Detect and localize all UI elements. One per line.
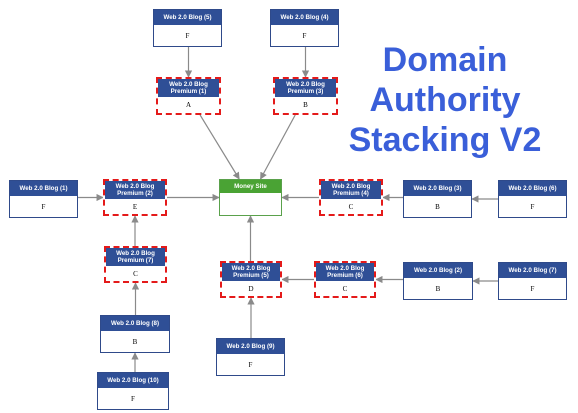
node-label: F bbox=[530, 202, 535, 211]
node-web-blog-7: Web 2.0 Blog (7) F bbox=[498, 262, 567, 300]
node-web-blog-10: Web 2.0 Blog (10) F bbox=[97, 372, 169, 410]
edge-prem3-to-money bbox=[259, 114, 296, 180]
node-header: Web 2.0 Blog (9) bbox=[217, 339, 284, 354]
node-web-blog-premium-5: Web 2.0 Blog Premium (5) D bbox=[220, 261, 282, 298]
node-header: Money Site bbox=[220, 180, 281, 193]
node-label: F bbox=[41, 202, 46, 211]
node-label: B bbox=[435, 202, 440, 211]
node-web-blog-1: Web 2.0 Blog (1) F bbox=[9, 180, 78, 218]
node-header: Web 2.0 Blog Premium (7) bbox=[106, 248, 165, 266]
node-header: Web 2.0 Blog Premium (6) bbox=[316, 263, 374, 281]
node-header: Web 2.0 Blog (10) bbox=[98, 373, 168, 388]
node-header: Web 2.0 Blog (2) bbox=[404, 263, 472, 278]
node-label: F bbox=[248, 360, 253, 369]
node-web-blog-5: Web 2.0 Blog (5) F bbox=[153, 9, 222, 47]
node-label: B bbox=[303, 101, 308, 109]
node-header: Web 2.0 Blog (8) bbox=[101, 316, 169, 331]
node-header: Web 2.0 Blog (5) bbox=[154, 10, 221, 25]
node-label: C bbox=[133, 269, 138, 278]
node-web-blog-3: Web 2.0 Blog (3) B bbox=[403, 180, 472, 218]
node-web-blog-8: Web 2.0 Blog (8) B bbox=[100, 315, 170, 353]
node-header: Web 2.0 Blog Premium (5) bbox=[222, 263, 280, 281]
node-web-blog-premium-1: Web 2.0 Blog Premium (1) A bbox=[156, 77, 221, 115]
node-web-blog-premium-3: Web 2.0 Blog Premium (3) B bbox=[273, 77, 338, 115]
node-label: B bbox=[435, 284, 441, 293]
node-label: A bbox=[185, 101, 192, 109]
node-header: Web 2.0 Blog (6) bbox=[499, 181, 566, 196]
node-web-blog-premium-6: Web 2.0 Blog Premium (6) C bbox=[314, 261, 376, 298]
title-line-2: Authority bbox=[369, 81, 521, 119]
node-label: F bbox=[530, 284, 535, 293]
node-web-blog-premium-2: Web 2.0 Blog Premium (2) E bbox=[103, 179, 167, 216]
node-label: C bbox=[348, 202, 354, 211]
node-header: Web 2.0 Blog Premium (1) bbox=[158, 79, 219, 97]
node-label: E bbox=[132, 202, 138, 211]
node-web-blog-2: Web 2.0 Blog (2) B bbox=[403, 262, 473, 300]
node-header: Web 2.0 Blog (3) bbox=[404, 181, 471, 196]
node-header: Web 2.0 Blog Premium (3) bbox=[275, 79, 336, 97]
node-web-blog-premium-4: Web 2.0 Blog Premium (4) C bbox=[319, 179, 383, 216]
node-label: D bbox=[248, 284, 254, 293]
node-web-blog-6: Web 2.0 Blog (6) F bbox=[498, 180, 567, 218]
node-web-blog-premium-7: Web 2.0 Blog Premium (7) C bbox=[104, 246, 167, 283]
title-line-1: Domain bbox=[382, 41, 508, 79]
node-web-blog-9: Web 2.0 Blog (9) F bbox=[216, 338, 285, 376]
diagram-title: Domain Authority Stacking V2 bbox=[330, 40, 560, 160]
node-header: Web 2.0 Blog (1) bbox=[10, 181, 77, 196]
node-header: Web 2.0 Blog (4) bbox=[271, 10, 338, 25]
node-label: F bbox=[131, 394, 135, 403]
edge-prem1-to-money bbox=[199, 114, 240, 180]
node-header: Web 2.0 Blog Premium (2) bbox=[105, 181, 165, 199]
title-line-3: Stacking V2 bbox=[348, 121, 542, 159]
node-label: F bbox=[302, 31, 307, 40]
node-money-site: Money Site bbox=[219, 179, 282, 216]
node-label: C bbox=[342, 284, 348, 293]
node-label: B bbox=[132, 337, 138, 346]
node-label: F bbox=[185, 31, 190, 40]
node-header: Web 2.0 Blog Premium (4) bbox=[321, 181, 381, 199]
node-web-blog-4: Web 2.0 Blog (4) F bbox=[270, 9, 339, 47]
node-label bbox=[220, 193, 281, 215]
node-header: Web 2.0 Blog (7) bbox=[499, 263, 566, 278]
